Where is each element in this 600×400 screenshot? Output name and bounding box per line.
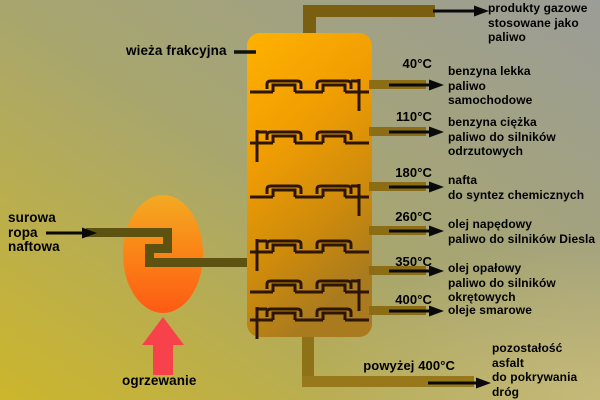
bubble-cap-tray [250, 79, 369, 111]
outlet-temp-260: 260°C [395, 209, 432, 224]
outlet-temp-400: 400°C [395, 292, 432, 307]
bubble-cap-tray [250, 279, 369, 311]
flow-arrow [389, 79, 444, 91]
flow-arrow [433, 5, 489, 17]
tower-label: wieża frakcyjna [126, 43, 227, 58]
gas-outlet-pipe [303, 5, 435, 36]
outlet-product-260: olej napędowy paliwo do silników Diesla [448, 217, 596, 246]
bubble-cap-tray [250, 184, 369, 216]
outlet-product-110: benzyna ciężka paliwo do silników odrzut… [448, 115, 556, 158]
bubble-cap-tray [250, 130, 369, 162]
outlet-product-350: olej opałowy paliwo do silników okrętowy… [448, 261, 556, 304]
bubble-cap-tray [250, 307, 369, 339]
flow-arrow [389, 305, 444, 317]
outlet-product-400: oleje smarowe [448, 303, 533, 317]
heating-label: ogrzewanie [122, 373, 197, 388]
outlet-temp-110: 110°C [395, 109, 432, 124]
outlet-temp-180: 180°C [395, 165, 432, 180]
feed-pipe-coil [86, 228, 249, 267]
outlet-product-gas: produkty gazowe stosowane jako paliwo [488, 1, 588, 44]
flow-arrow [389, 126, 444, 138]
outlet-product-residue: pozostałość asfalt do pokrywania dróg [492, 341, 578, 399]
flow-arrow [389, 181, 444, 193]
furnace [123, 195, 203, 313]
bubble-cap-tray [250, 239, 369, 271]
fractionating-tower [247, 33, 372, 337]
flow-arrow [389, 225, 444, 237]
outlet-temp-350: 350°C [395, 254, 432, 269]
heat-arrow [142, 317, 184, 375]
flow-arrow [46, 227, 97, 239]
outlet-temp-residue: powyżej 400°C [363, 358, 455, 373]
feed-label: surowa ropa naftowa [8, 210, 60, 254]
flow-arrow [428, 377, 491, 389]
outlet-product-40: benzyna lekka paliwo samochodowe [448, 64, 533, 107]
outlet-product-180: nafta do syntez chemicznych [448, 173, 585, 202]
outlet-temp-40: 40°C [402, 56, 432, 71]
residue-outlet-pipe [302, 334, 474, 387]
flow-arrow [389, 265, 444, 277]
